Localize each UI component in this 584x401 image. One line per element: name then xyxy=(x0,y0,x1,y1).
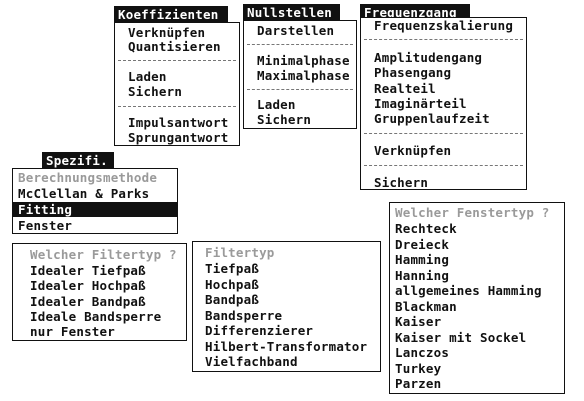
dialog-prompt: Filtertyp xyxy=(205,245,275,260)
menu-item-laden-nullstellen[interactable]: Laden xyxy=(257,97,296,112)
menu-item-berechnungsmethode: Berechnungsmethode xyxy=(18,170,158,185)
filtertyp-list-dialog: Filtertyp Tiefpaß Hochpaß Bandpaß Bandsp… xyxy=(192,241,381,372)
dialog-prompt: Welcher Filtertyp ? xyxy=(30,247,177,262)
menu-item-maximalphase[interactable]: Maximalphase xyxy=(257,68,350,83)
option-allgemeines-hamming[interactable]: allgemeines Hamming xyxy=(395,283,542,298)
menu-separator xyxy=(364,39,523,40)
menu-separator xyxy=(118,60,236,61)
menu-item-laden[interactable]: Laden xyxy=(128,69,167,84)
menu-item-fenster[interactable]: Fenster xyxy=(18,218,73,233)
menu-title-frequenzgang[interactable]: Frequenzgang xyxy=(360,4,470,21)
option-hilbert-transformator[interactable]: Hilbert-Transformator xyxy=(205,339,368,354)
option-parzen[interactable]: Parzen xyxy=(395,376,442,391)
fenstertyp-dialog: Welcher Fenstertyp ? Rechteck Dreieck Ha… xyxy=(389,202,565,394)
menu-item-gruppenlaufzeit[interactable]: Gruppenlaufzeit xyxy=(374,111,490,126)
menu-item-darstellen[interactable]: Darstellen xyxy=(257,23,335,38)
option-idealer-hochpass[interactable]: Idealer Hochpaß xyxy=(30,278,146,293)
option-nur-fenster[interactable]: nur Fenster xyxy=(30,324,115,339)
option-rechteck[interactable]: Rechteck xyxy=(395,221,457,236)
menu-item-fitting[interactable]: Fitting xyxy=(13,202,177,217)
option-dreieck[interactable]: Dreieck xyxy=(395,237,450,252)
option-kaiser-mit-sockel[interactable]: Kaiser mit Sockel xyxy=(395,330,527,345)
nullstellen-menu: Darstellen Minimalphase Maximalphase Lad… xyxy=(243,20,357,129)
koeffizienten-menu: Verknüpfen Quantisieren Laden Sichern Im… xyxy=(114,22,240,146)
option-ideale-bandsperre[interactable]: Ideale Bandsperre xyxy=(30,309,162,324)
filtertyp-question-dialog: Welcher Filtertyp ? Idealer Tiefpaß Idea… xyxy=(12,243,187,341)
option-bandsperre[interactable]: Bandsperre xyxy=(205,308,283,323)
menu-item-minimalphase[interactable]: Minimalphase xyxy=(257,53,350,68)
menu-title-koeffizienten[interactable]: Koeffizienten xyxy=(114,6,228,23)
menu-item-quantisieren[interactable]: Quantisieren xyxy=(128,39,221,54)
frequenzgang-menu: Frequenzskalierung Amplitudengang Phasen… xyxy=(360,17,527,190)
menu-title-spezifi[interactable]: Spezifi. xyxy=(42,152,114,169)
option-vielfachband[interactable]: Vielfachband xyxy=(205,354,298,369)
spezifi-menu: Berechnungsmethode McClellan & Parks Fit… xyxy=(12,168,178,234)
option-idealer-bandpass[interactable]: Idealer Bandpaß xyxy=(30,294,146,309)
option-tiefpass[interactable]: Tiefpaß xyxy=(205,261,260,276)
option-bandpass[interactable]: Bandpaß xyxy=(205,292,260,307)
menu-item-sichern-frequenz[interactable]: Sichern xyxy=(374,175,429,190)
menu-separator xyxy=(247,44,353,45)
menu-separator xyxy=(364,165,523,166)
dialog-prompt: Welcher Fenstertyp ? xyxy=(395,205,550,220)
option-hanning[interactable]: Hanning xyxy=(395,268,450,283)
menu-item-impulsantwort[interactable]: Impulsantwort xyxy=(128,115,229,130)
menu-item-frequenzskalierung[interactable]: Frequenzskalierung xyxy=(374,18,514,33)
option-lanczos[interactable]: Lanczos xyxy=(395,345,450,360)
menu-item-sprungantwort[interactable]: Sprungantwort xyxy=(128,130,229,145)
menu-separator xyxy=(364,133,523,134)
menu-separator xyxy=(118,106,236,107)
option-differenzierer[interactable]: Differenzierer xyxy=(205,323,314,338)
menu-separator xyxy=(247,89,353,90)
option-turkey[interactable]: Turkey xyxy=(395,361,442,376)
menu-item-phasengang[interactable]: Phasengang xyxy=(374,65,452,80)
option-blackman[interactable]: Blackman xyxy=(395,299,457,314)
menu-item-verknuepfen-frequenz[interactable]: Verknüpfen xyxy=(374,143,452,158)
menu-title-nullstellen[interactable]: Nullstellen xyxy=(243,4,340,21)
menu-item-sichern[interactable]: Sichern xyxy=(128,84,183,99)
menu-item-imaginaerteil[interactable]: Imaginärteil xyxy=(374,96,467,111)
option-idealer-tiefpass[interactable]: Idealer Tiefpaß xyxy=(30,263,146,278)
menu-item-amplitudengang[interactable]: Amplitudengang xyxy=(374,50,483,65)
option-hochpass[interactable]: Hochpaß xyxy=(205,277,260,292)
menu-item-verknuepfen[interactable]: Verknüpfen xyxy=(128,25,206,40)
menu-item-mcclellan-parks[interactable]: McClellan & Parks xyxy=(18,186,150,201)
menu-item-sichern-nullstellen[interactable]: Sichern xyxy=(257,112,312,127)
option-kaiser[interactable]: Kaiser xyxy=(395,314,442,329)
menu-item-realteil[interactable]: Realteil xyxy=(374,81,436,96)
option-hamming[interactable]: Hamming xyxy=(395,252,450,267)
